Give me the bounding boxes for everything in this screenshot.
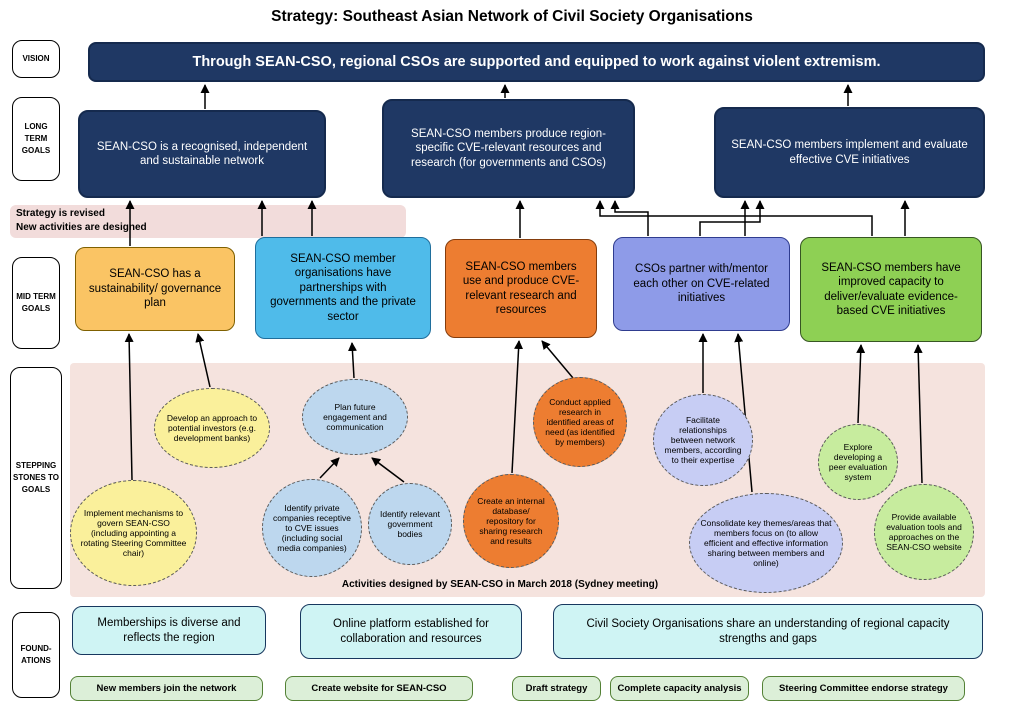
stone-internal-database: Create an internal database/ repository … [463, 474, 559, 568]
note-line-2: New activities are designed [16, 222, 147, 233]
mid-term-goal-governance-plan: SEAN-CSO has a sustainability/ governanc… [75, 247, 235, 331]
action-create-website: Create website for SEAN-CSO [285, 676, 473, 701]
note-line-1: Strategy is revised [16, 208, 105, 219]
mid-term-goal-partnerships: SEAN-CSO member organisations have partn… [255, 237, 431, 339]
stone-potential-investors: Develop an approach to potential investo… [154, 388, 270, 468]
stone-facilitate-relationships: Facilitate relationships between network… [653, 394, 753, 486]
stone-peer-evaluation: Explore developing a peer evaluation sys… [818, 424, 898, 500]
mid-term-goal-capacity: SEAN-CSO members have improved capacity … [800, 237, 982, 342]
action-draft-strategy: Draft strategy [512, 676, 601, 701]
action-endorse-strategy: Steering Committee endorse strategy [762, 676, 965, 701]
row-label-long-term-goals: LONG TERM GOALS [12, 97, 60, 181]
foundation-online-platform: Online platform established for collabor… [300, 604, 522, 659]
stone-governance-mechanisms: Implement mechanisms to govern SEAN-CSO … [70, 480, 197, 586]
action-new-members: New members join the network [70, 676, 263, 701]
row-label-foundations: FOUND-ATIONS [12, 612, 60, 698]
action-capacity-analysis: Complete capacity analysis [610, 676, 749, 701]
page-title: Strategy: Southeast Asian Network of Civ… [271, 8, 753, 25]
stone-private-companies: Identify private companies receptive to … [262, 479, 362, 577]
long-term-goal-initiatives: SEAN-CSO members implement and evaluate … [714, 107, 985, 198]
mid-term-goal-research: SEAN-CSO members use and produce CVE-rel… [445, 239, 597, 338]
long-term-goal-resources: SEAN-CSO members produce region-specific… [382, 99, 635, 198]
mid-term-goal-partner-mentor: CSOs partner with/mentor each other on C… [613, 237, 790, 331]
strategy-revision-note: Strategy is revised New activities are d… [10, 205, 406, 238]
stone-consolidate-themes: Consolidate key themes/areas that member… [689, 493, 843, 593]
long-term-goal-network: SEAN-CSO is a recognised, independent an… [78, 110, 326, 198]
row-label-vision: VISION [12, 40, 60, 78]
stone-engagement-plan: Plan future engagement and communication [302, 379, 408, 455]
row-label-mid-term-goals: MID TERM GOALS [12, 257, 60, 349]
stone-government-bodies: Identify relevant government bodies [368, 483, 452, 565]
foundation-shared-understanding: Civil Society Organisations share an und… [553, 604, 983, 659]
stone-applied-research: Conduct applied research in identified a… [533, 377, 627, 467]
foundation-membership: Memberships is diverse and reflects the … [72, 606, 266, 655]
row-label-stepping-stones: STEPPING STONES TO GOALS [10, 367, 62, 589]
stone-evaluation-tools: Provide available evaluation tools and a… [874, 484, 974, 580]
vision-box: Through SEAN-CSO, regional CSOs are supp… [88, 42, 985, 82]
stepping-stones-caption: Activities designed by SEAN-CSO in March… [341, 579, 659, 590]
